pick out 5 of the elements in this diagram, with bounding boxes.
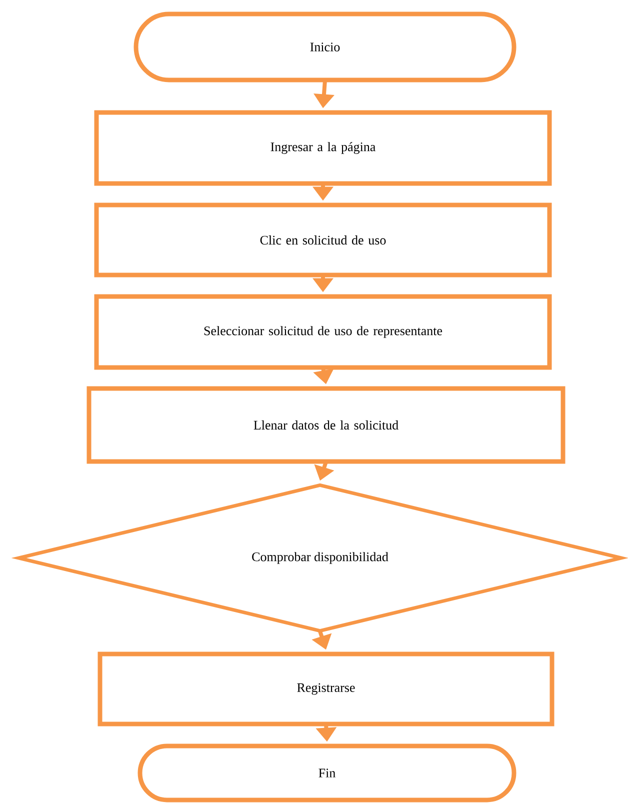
process-box: Registrarse [98,652,554,726]
process-box: Llenar datos de la solicitud [86,386,566,464]
process-box: Clic en solicitud de uso [94,202,552,278]
process-box: Seleccionar solicitud de uso de representante [94,294,552,370]
process-box: Ingresar a la página [94,110,552,186]
